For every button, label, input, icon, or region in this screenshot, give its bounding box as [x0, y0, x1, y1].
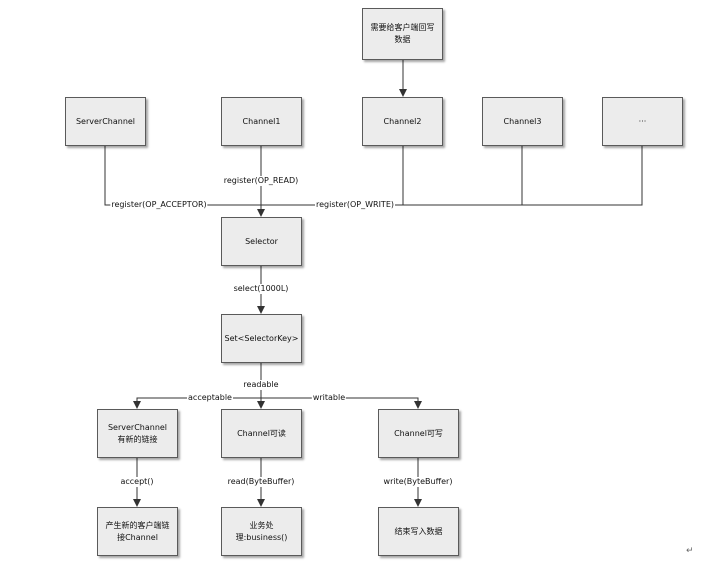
node-write-end: 结束写入数据 [378, 507, 459, 556]
node-business: 业务处理:business() [221, 507, 302, 556]
node-channel-readable: Channel可读 [221, 409, 302, 458]
node-selector: Selector [221, 217, 302, 266]
label-register-read: register(OP_READ) [222, 176, 300, 186]
label-register-acceptor: register(OP_ACCEPTOR) [110, 200, 208, 210]
edge-serverchannel-register [104, 146, 261, 206]
node-more: ··· [602, 97, 683, 146]
label-accept: accept() [119, 477, 155, 487]
edge-more-register [522, 146, 643, 206]
label-register-write: register(OP_WRITE) [315, 200, 395, 210]
edge-channel3-register [403, 146, 523, 206]
node-set-selector-key: Set<SelectorKey> [221, 314, 302, 363]
node-channel-writable: Channel可写 [378, 409, 459, 458]
label-select: select(1000L) [232, 284, 290, 294]
node-channel3: Channel3 [482, 97, 563, 146]
label-writable: writable [311, 393, 347, 403]
node-channel2: Channel2 [362, 97, 443, 146]
node-server-channel: ServerChannel [65, 97, 146, 146]
label-acceptable: acceptable [187, 393, 233, 403]
node-server-channel-new: ServerChannel 有新的链接 [97, 409, 178, 458]
paragraph-mark: ↵ [686, 546, 694, 556]
label-read-buffer: read(ByteBuffer) [226, 477, 296, 487]
node-new-client-channel: 产生新的客户端链 接Channel [97, 507, 178, 556]
node-channel1: Channel1 [221, 97, 302, 146]
label-write-buffer: write(ByteBuffer) [382, 477, 454, 487]
node-client-write: 需要给客户端回写 数据 [362, 8, 443, 60]
label-readable: readable [242, 380, 280, 390]
